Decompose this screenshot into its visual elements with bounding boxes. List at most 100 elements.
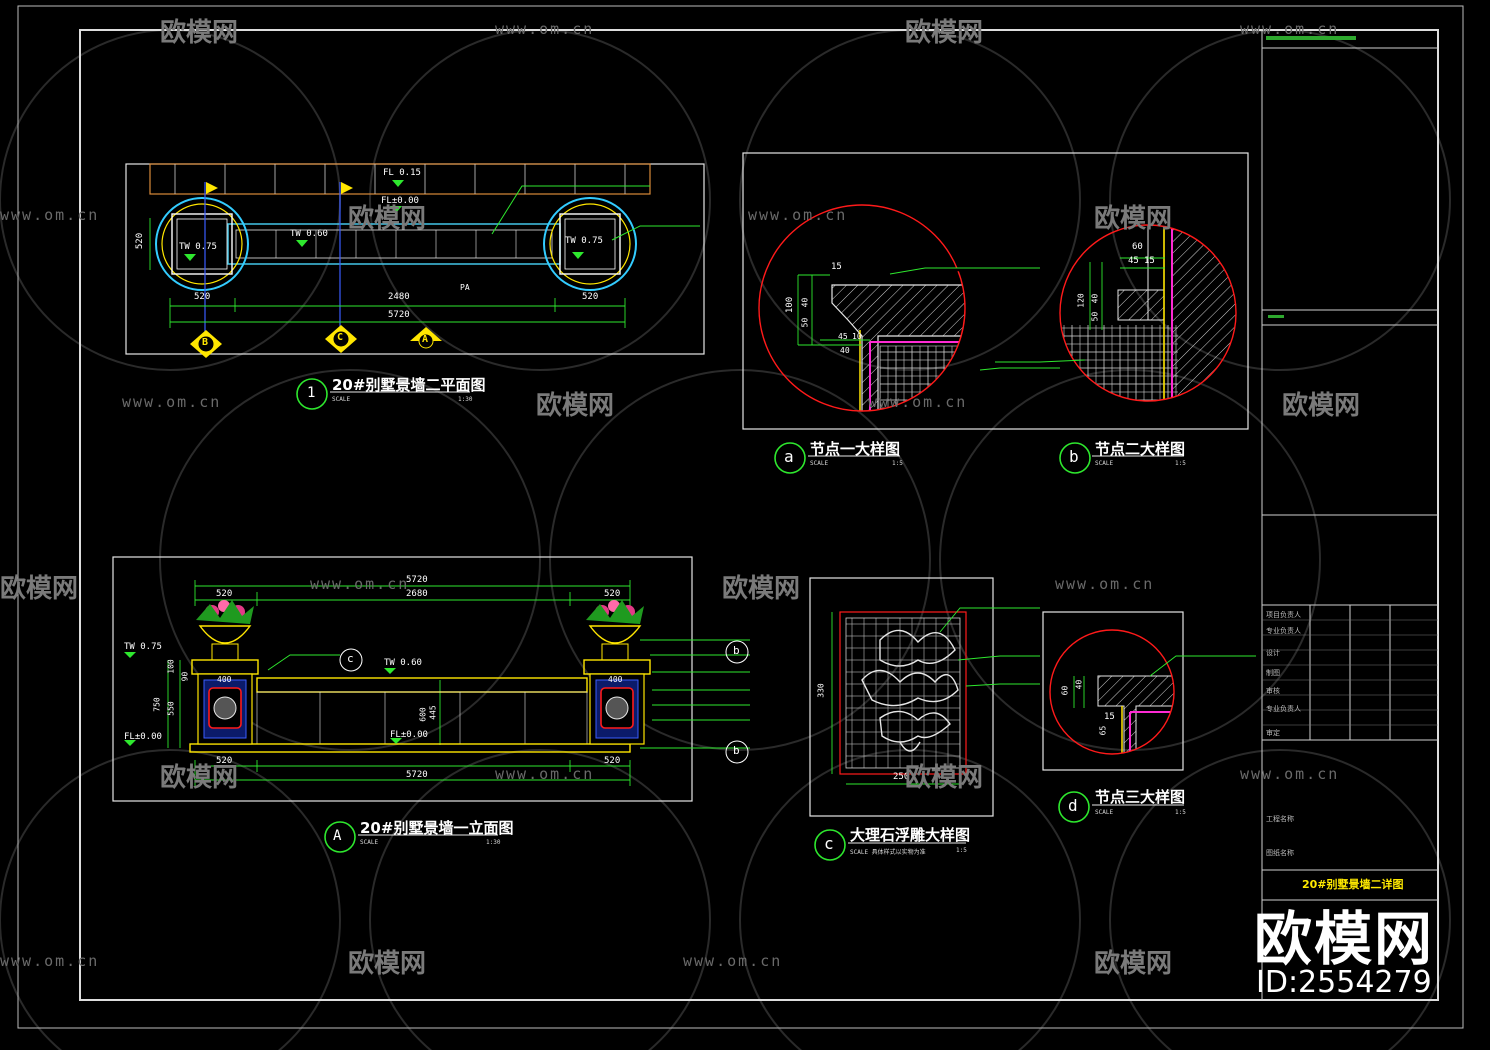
node3-circle: [1049, 629, 1175, 755]
elev-dim-2680: 2680: [406, 589, 428, 599]
node1-circle: [758, 204, 966, 412]
watermark-arcs: [0, 29, 1451, 1050]
plan-ref-c: C: [337, 332, 344, 343]
node3-scale: 1:5: [1175, 809, 1186, 816]
node2-title: 节点二大样图: [1095, 440, 1186, 458]
elev-leaders: [267, 639, 750, 749]
marble-grid: [845, 617, 961, 769]
node1-dim-r40: 40: [840, 346, 850, 355]
tb-row-2: 专业负责人: [1266, 627, 1301, 635]
watermark-brand-1: 欧模网: [160, 18, 239, 48]
marble-scale-label: SCALE 具体样式以实物为准: [850, 849, 926, 856]
elev-level-tw060: TW 0.60: [384, 658, 422, 668]
watermark-url-9: www.om.cn: [495, 765, 595, 783]
watermark-url-2: www.om.cn: [1240, 20, 1340, 38]
watermark-brand-10: 欧模网: [905, 763, 984, 793]
watermark-brand-7: 欧模网: [0, 574, 79, 604]
title-block-rows: [1262, 619, 1438, 726]
elev-ref-circles: [339, 640, 749, 764]
node1-dim-50: 50: [800, 317, 810, 328]
brand-id: ID:2554279: [1256, 965, 1432, 1000]
elev-dim-520-right: 520: [604, 589, 621, 599]
brand-logo-text: 欧模网: [1254, 905, 1435, 973]
elev-dim-90: 90: [180, 671, 190, 682]
plan-pillar-right: [543, 197, 637, 291]
elev-ref-b-bottom: b: [733, 744, 740, 757]
tb-row-3: 设计: [1266, 649, 1280, 657]
marble-dim-330: 330: [816, 683, 826, 698]
title-block-header-bar: [1266, 36, 1356, 40]
tb-row-1: 项目负责人: [1266, 611, 1301, 619]
elev-dim-bot-520-right: 520: [604, 756, 621, 766]
node2-dim-45: 45: [1128, 256, 1139, 266]
node3-frame: [1042, 611, 1184, 771]
plan-dim-5720: 5720: [388, 310, 410, 320]
marble-ornament: [861, 629, 959, 752]
node1-frame: [742, 152, 1249, 430]
plan-dim-side: 520: [135, 232, 146, 250]
node2-dim-lines: [995, 257, 1165, 363]
elev-dim-100: 100: [166, 659, 176, 674]
elev-dim-400-left: 400: [217, 675, 232, 684]
node1-scale-label: SCALE: [810, 460, 829, 467]
marble-scale: 1:5: [956, 847, 967, 854]
marble-title: 大理石浮雕大样图: [850, 826, 971, 844]
plan-level-fl000: FL±0.00: [381, 196, 419, 206]
watermark-url-12: www.om.cn: [683, 952, 783, 970]
node2-title-letter: b: [1069, 447, 1079, 466]
node1-scale: 1:5: [892, 460, 903, 467]
node2-dim-120: 120: [1076, 293, 1086, 308]
node2-dim-50: 50: [1090, 311, 1100, 322]
title-block-tag: [1268, 315, 1284, 318]
node1-title: 节点一大样图: [810, 440, 901, 458]
plan-level-tw075-left: TW 0.75: [179, 242, 217, 252]
title-block: [1261, 30, 1438, 1000]
elev-dim-750: 750: [152, 697, 162, 712]
watermark-url-8: www.om.cn: [1055, 575, 1155, 593]
tb-row-7: 审定: [1266, 729, 1280, 737]
tb-row-5: 审核: [1266, 687, 1280, 695]
plan-scale: 1:30: [458, 396, 473, 403]
watermark-url-5: www.om.cn: [122, 393, 222, 411]
elev-level-fl000-left: FL±0.00: [124, 732, 162, 742]
plan-flag-1: [206, 182, 218, 194]
node3-scale-label: SCALE: [1095, 809, 1114, 816]
elev-dimension-lines: [167, 580, 631, 786]
plan-paving: [149, 163, 651, 195]
elev-level-fl000-center: FL±0.00: [390, 730, 428, 740]
watermark-url-1: www.om.cn: [495, 20, 595, 38]
title-underlines: [330, 391, 1184, 844]
node3-title-letter: d: [1068, 796, 1078, 815]
marble-frame: [809, 577, 994, 817]
node2-dim-15: 15: [1144, 256, 1155, 266]
node1-dim-40: 40: [800, 297, 810, 308]
node2-scale: 1:5: [1175, 460, 1186, 467]
elev-scale-label: SCALE: [360, 839, 379, 846]
watermark-brand-9: 欧模网: [160, 763, 239, 793]
elev-dim-bot-520-left: 520: [216, 756, 233, 766]
tb-row-8: 工程名称: [1266, 815, 1294, 823]
plan-flag-2: [341, 182, 353, 194]
plan-level-fl015: FL 0.15: [383, 168, 421, 178]
node1-dim-lines: [797, 267, 1060, 371]
node3-dim-65: 65: [1098, 725, 1108, 736]
node1-dim-10: 10: [852, 332, 862, 341]
elev-dim-600: 600: [418, 707, 428, 722]
watermark-url-11: www.om.cn: [0, 952, 100, 970]
elev-level-tw075: TW 0.75: [124, 642, 162, 652]
elev-dim-445: 445: [428, 705, 438, 720]
plan-leader-lines: [491, 185, 700, 241]
marble-dim-250: 250: [893, 772, 910, 782]
elev-ref-c: c: [347, 652, 354, 665]
watermark-url-6: www.om.cn: [868, 393, 968, 411]
watermark-url-4: www.om.cn: [748, 206, 848, 224]
marble-dim-lines: [831, 607, 1040, 785]
plan-pa-label: PA: [460, 283, 470, 292]
node1-title-letter: a: [784, 447, 794, 466]
tb-drawing-name: 20#别墅景墙二详图: [1302, 878, 1404, 891]
elev-frame: [112, 556, 693, 802]
tb-row-4: 制图: [1266, 669, 1280, 677]
tb-row-6: 专业负责人: [1266, 705, 1301, 713]
watermark-brand-4: 欧模网: [1094, 204, 1173, 234]
